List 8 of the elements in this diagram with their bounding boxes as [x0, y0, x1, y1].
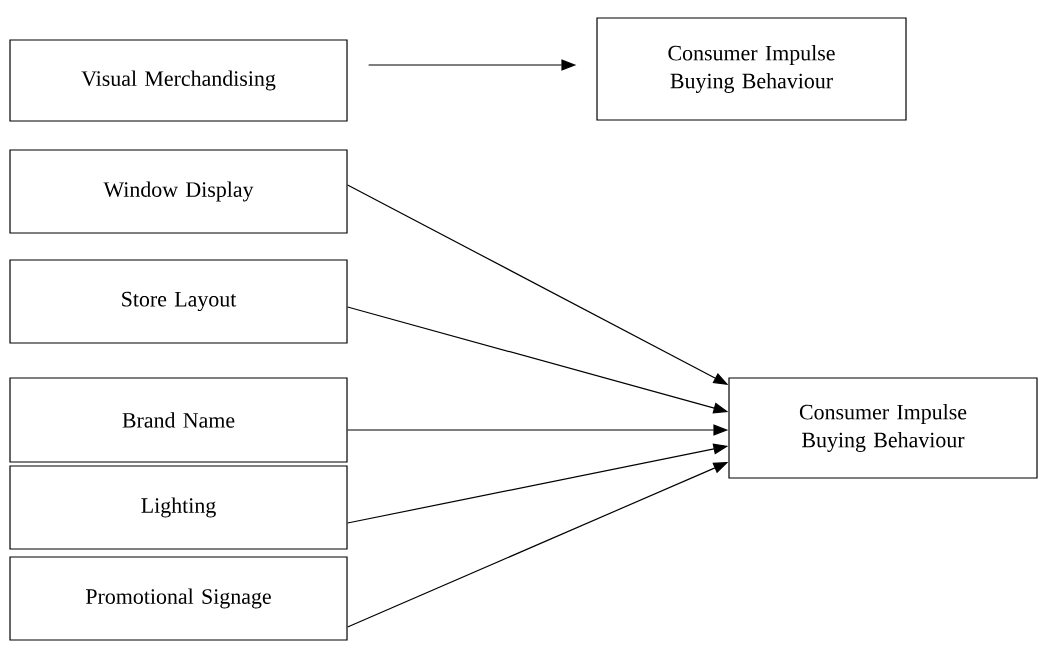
text-box: Visual Merchandising [9, 39, 348, 122]
text-box: Lighting [9, 465, 348, 550]
text-box: Consumer Impulse Buying Behaviour [596, 17, 907, 121]
text-box: Promotional Signage [9, 556, 348, 641]
text-box: Store Layout [9, 259, 348, 344]
text-box: Brand Name [9, 377, 348, 463]
text-box: Consumer Impulse Buying Behaviour [728, 377, 1038, 479]
text-box: Window Display [9, 149, 348, 234]
